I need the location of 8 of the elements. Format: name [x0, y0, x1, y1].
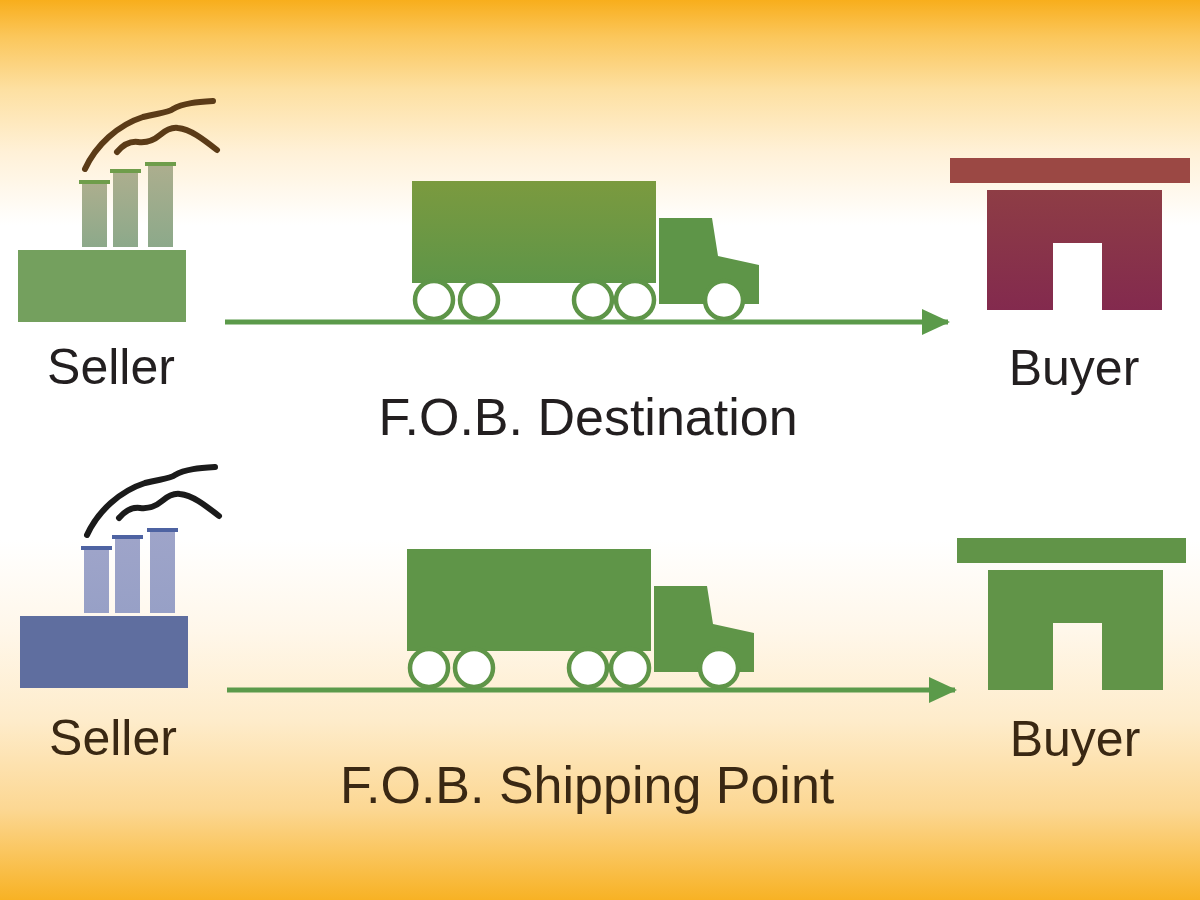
- node-label: Seller: [47, 339, 175, 395]
- node-label: Buyer: [1008, 340, 1140, 396]
- node-label: Seller: [49, 710, 177, 766]
- node-label: Buyer: [1009, 711, 1141, 767]
- edge-label: F.O.B. Shipping Point: [340, 755, 835, 815]
- arrow: [227, 677, 957, 703]
- edge-label: F.O.B. Destination: [378, 387, 798, 447]
- arrow: [225, 309, 950, 335]
